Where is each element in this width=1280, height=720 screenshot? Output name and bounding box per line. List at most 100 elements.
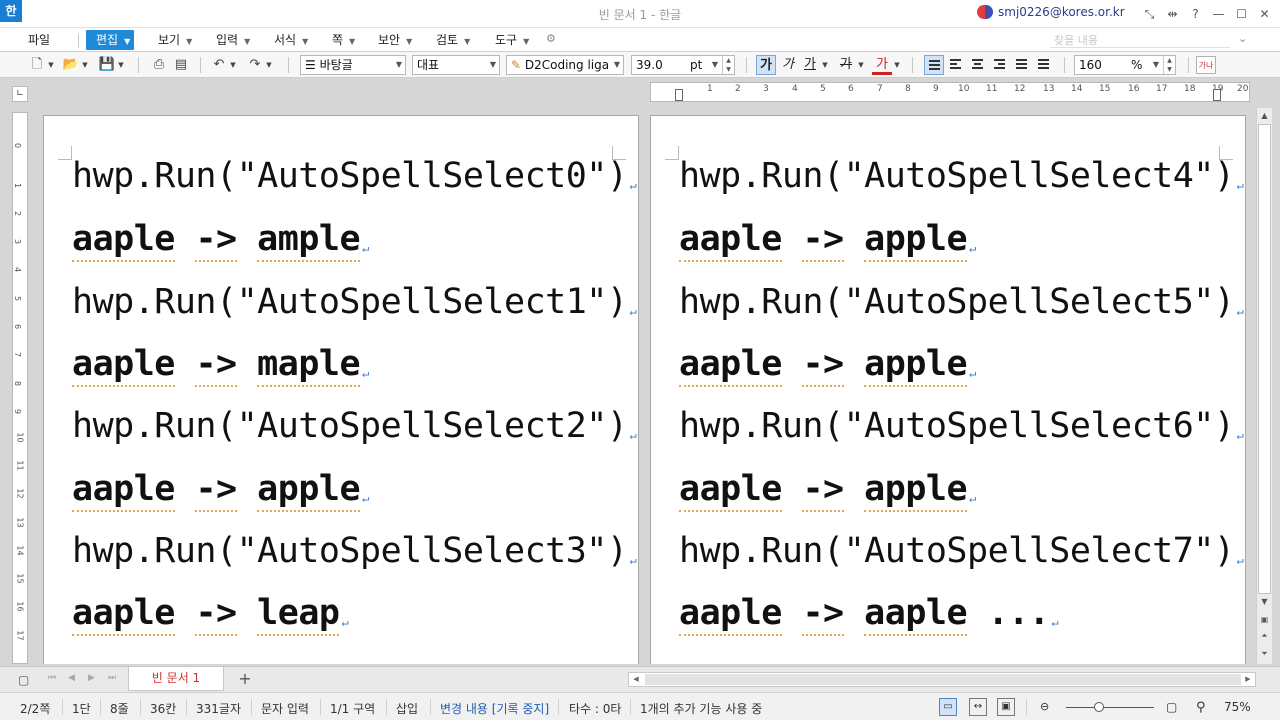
spell-word[interactable]: aaple bbox=[864, 593, 968, 636]
spell-word[interactable]: -> bbox=[195, 219, 237, 262]
find-text-input[interactable]: 찾을 내용 bbox=[1050, 32, 1230, 48]
page-1[interactable]: hwp.Run("AutoSpellSelect0")↵ aaple -> amp… bbox=[43, 115, 639, 664]
menu-tools[interactable]: 도구▼ bbox=[495, 30, 529, 50]
spell-word[interactable]: maple bbox=[257, 344, 361, 387]
right-align-button[interactable] bbox=[990, 55, 1010, 75]
document-code-line[interactable]: hwp.Run("AutoSpellSelect3")↵ bbox=[72, 531, 637, 571]
spell-word[interactable]: -> bbox=[802, 344, 844, 387]
spell-word[interactable]: apple bbox=[864, 469, 968, 512]
tab-blank-document-1[interactable]: 빈 문서 1 bbox=[128, 667, 224, 691]
help-icon[interactable]: ? bbox=[1192, 7, 1199, 21]
document-result-line[interactable]: aaple -> apple↵ bbox=[679, 344, 976, 387]
next-tab-icon[interactable]: ▶ bbox=[88, 673, 95, 683]
language-select[interactable]: 대표 ▼ bbox=[412, 55, 500, 75]
close-icon[interactable]: ✕ bbox=[1259, 7, 1270, 21]
spell-word[interactable]: aaple bbox=[679, 344, 782, 387]
menu-review[interactable]: 검토▼ bbox=[436, 30, 470, 50]
italic-button[interactable]: 가 bbox=[782, 57, 794, 72]
status-insert-mode[interactable]: 삽입 bbox=[396, 702, 419, 716]
menu-format[interactable]: 서식▼ bbox=[274, 30, 308, 50]
spell-word[interactable]: aaple bbox=[72, 219, 175, 262]
print-icon[interactable]: ⎙ bbox=[153, 57, 165, 72]
spell-word[interactable]: aaple bbox=[72, 344, 175, 387]
spell-word[interactable]: leap bbox=[257, 593, 340, 636]
font-size-input[interactable]: 39.0 pt ▼ ▲▼ bbox=[631, 55, 735, 75]
print-preview-icon[interactable]: ▤ bbox=[174, 57, 188, 72]
ribbon-collapse-icon[interactable]: ⌄ bbox=[1238, 32, 1248, 45]
menu-security[interactable]: 보안▼ bbox=[378, 30, 412, 50]
undo-icon[interactable]: ↶ bbox=[213, 57, 225, 72]
document-code-line[interactable]: hwp.Run("AutoSpellSelect2")↵ bbox=[72, 406, 637, 446]
spell-word[interactable]: -> bbox=[195, 593, 237, 636]
page-fit-icon[interactable]: ▣ bbox=[997, 698, 1015, 716]
spell-word[interactable]: -> bbox=[802, 219, 844, 262]
menu-view[interactable]: 보기▼ bbox=[158, 30, 192, 50]
spell-word[interactable]: aaple bbox=[679, 593, 782, 636]
left-indent-marker[interactable] bbox=[675, 89, 683, 101]
new-document-icon[interactable]: 🗋 bbox=[31, 57, 43, 72]
document-result-line[interactable]: aaple -> apple↵ bbox=[679, 219, 976, 262]
font-size-spinner[interactable]: ▲▼ bbox=[722, 56, 734, 74]
bold-button[interactable]: 가 bbox=[756, 55, 776, 75]
status-addon[interactable]: 1개의 추가 기능 사용 중 bbox=[640, 702, 763, 716]
spell-word[interactable]: aaple bbox=[679, 469, 782, 512]
add-tab-button[interactable]: + bbox=[238, 669, 252, 688]
menu-edit[interactable]: 편집▼ bbox=[86, 30, 135, 50]
spell-word[interactable]: -> bbox=[195, 469, 237, 512]
chevron-down-icon[interactable]: ▼ bbox=[82, 61, 88, 69]
chevron-down-icon[interactable]: ▼ bbox=[266, 61, 272, 69]
magnifier-icon[interactable]: ⚲ bbox=[1196, 700, 1206, 715]
chevron-down-icon[interactable]: ▼ bbox=[230, 61, 236, 69]
status-input-mode[interactable]: 문자 입력 bbox=[261, 702, 309, 716]
document-code-line[interactable]: hwp.Run("AutoSpellSelect0")↵ bbox=[72, 156, 637, 196]
horizontal-scrollbar[interactable]: ◀ ▶ bbox=[628, 672, 1256, 687]
menu-file[interactable]: 파일 bbox=[28, 33, 51, 47]
spell-word[interactable]: -> bbox=[195, 344, 237, 387]
hangul-app-icon[interactable]: 한 bbox=[0, 0, 22, 22]
page-2[interactable]: hwp.Run("AutoSpellSelect4")↵ aaple -> app… bbox=[650, 115, 1246, 664]
distribute-align-button[interactable] bbox=[1012, 55, 1032, 75]
scroll-down-icon[interactable]: ▼ bbox=[1261, 597, 1268, 606]
comment-icon[interactable]: ▢ bbox=[18, 673, 30, 687]
paragraph-style-select[interactable]: ☰ 바탕글 ▼ bbox=[300, 55, 406, 75]
justify-align-button[interactable] bbox=[924, 55, 944, 75]
document-code-line[interactable]: hwp.Run("AutoSpellSelect4")↵ bbox=[679, 156, 1244, 196]
status-page[interactable]: 2/2쪽 bbox=[20, 702, 51, 716]
zoom-fit-icon[interactable]: ▢ bbox=[1166, 700, 1178, 714]
center-align-button[interactable] bbox=[968, 55, 988, 75]
spell-word[interactable]: apple bbox=[864, 344, 968, 387]
spell-word[interactable]: -> bbox=[802, 469, 844, 512]
strikethrough-button[interactable]: 가 bbox=[840, 57, 852, 72]
document-code-line[interactable]: hwp.Run("AutoSpellSelect5")↵ bbox=[679, 282, 1244, 322]
document-code-line[interactable]: hwp.Run("AutoSpellSelect7")↵ bbox=[679, 531, 1244, 571]
document-code-line[interactable]: hwp.Run("AutoSpellSelect1")↵ bbox=[72, 282, 637, 322]
spell-word[interactable]: aaple bbox=[679, 219, 782, 262]
document-result-line[interactable]: aaple -> leap↵ bbox=[72, 593, 349, 636]
chevron-down-icon[interactable]: ▼ bbox=[822, 61, 828, 69]
previous-page-icon[interactable]: ⏶ bbox=[1261, 631, 1268, 640]
zoom-slider-track[interactable] bbox=[1066, 707, 1154, 708]
scroll-left-icon[interactable]: ◀ bbox=[633, 675, 639, 683]
document-code-line[interactable]: hwp.Run("AutoSpellSelect6")↵ bbox=[679, 406, 1244, 446]
scroll-thumb[interactable] bbox=[1258, 124, 1271, 594]
left-align-button[interactable] bbox=[946, 55, 966, 75]
page-settings-icon[interactable]: ▣ bbox=[1260, 615, 1269, 624]
redo-icon[interactable]: ↷ bbox=[249, 57, 261, 72]
chevron-down-icon[interactable]: ▼ bbox=[894, 61, 900, 69]
save-icon[interactable]: 💾 bbox=[98, 57, 116, 72]
document-result-line[interactable]: aaple -> apple↵ bbox=[679, 469, 976, 512]
menu-page[interactable]: 쪽▼ bbox=[332, 30, 355, 50]
font-color-button[interactable]: 가 bbox=[872, 55, 892, 75]
zoom-input[interactable]: 160 % ▼ ▲▼ bbox=[1074, 55, 1176, 75]
zoom-out-icon[interactable]: ⊖ bbox=[1040, 700, 1050, 713]
resize-icon[interactable]: ⇹ bbox=[1167, 7, 1178, 21]
spell-word[interactable]: aaple bbox=[72, 593, 175, 636]
account-area[interactable]: smj0226@kores.or.kr bbox=[977, 5, 1125, 19]
zoom-spinner[interactable]: ▲▼ bbox=[1163, 56, 1175, 74]
underline-button[interactable]: 가 bbox=[804, 57, 816, 72]
vertical-ruler[interactable]: 0 1 2 3 4 5 6 7 8 9 10 11 12 13 14 15 16… bbox=[12, 112, 28, 664]
document-result-line[interactable]: aaple -> ample↵ bbox=[72, 219, 369, 262]
spell-word[interactable]: apple bbox=[864, 219, 968, 262]
status-zoom-level[interactable]: 75% bbox=[1224, 700, 1251, 714]
spell-word[interactable]: aaple bbox=[72, 469, 175, 512]
